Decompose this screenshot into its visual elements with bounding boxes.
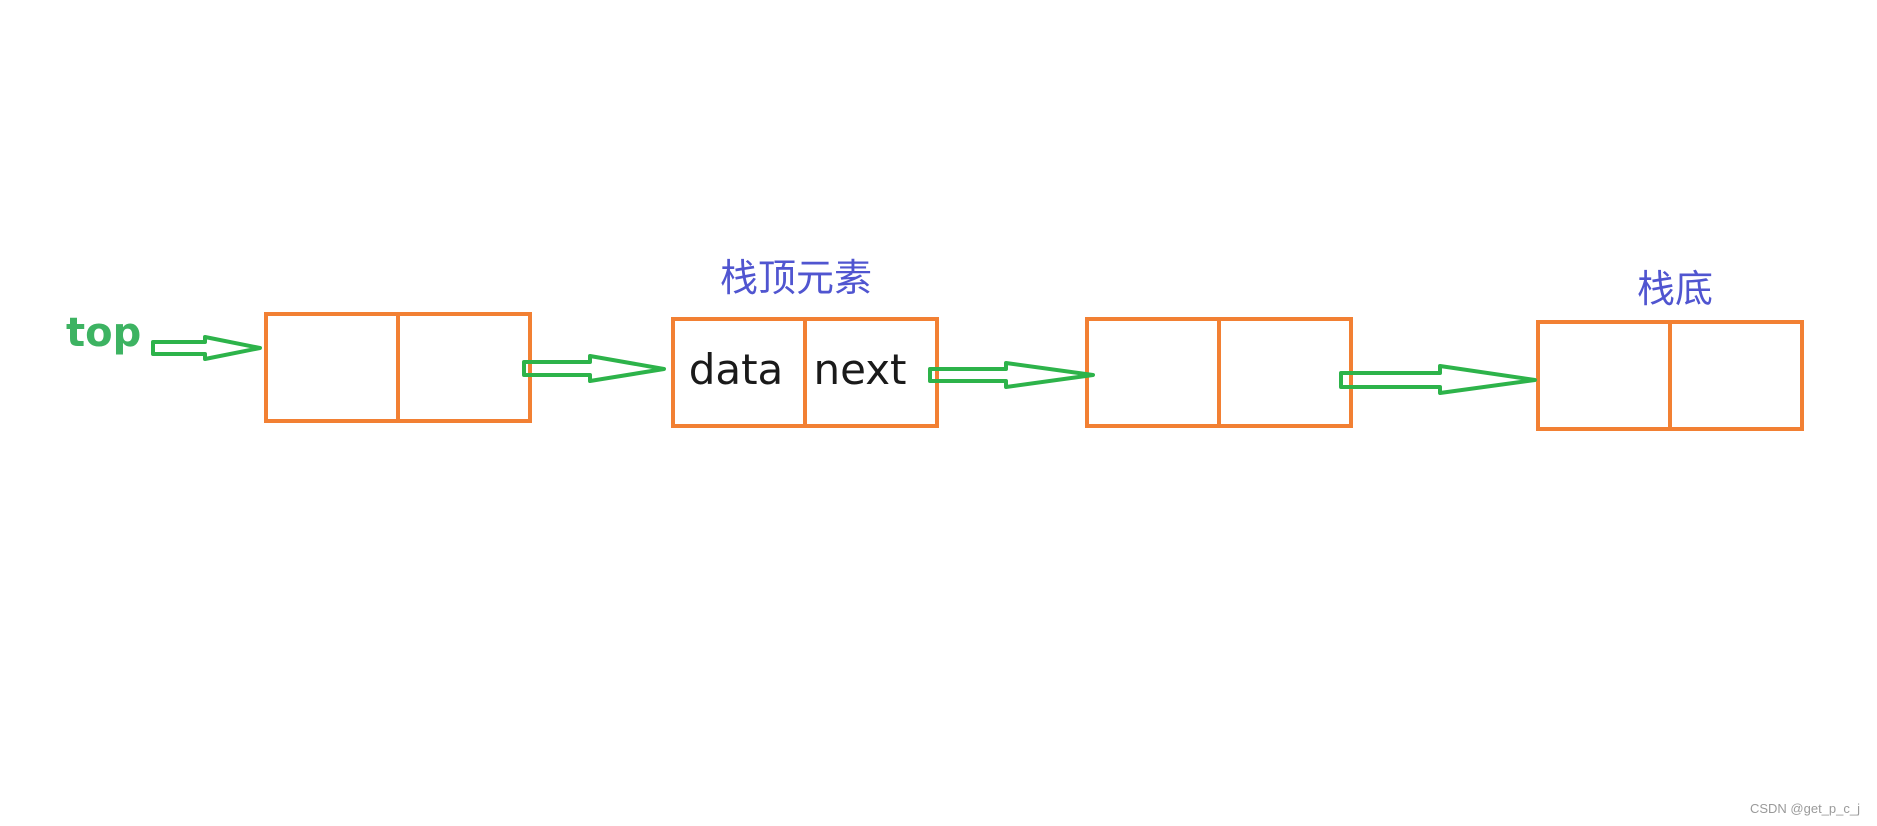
stack-node-4: 栈底 (1536, 267, 1804, 431)
node-2-data-field: data (689, 345, 784, 394)
node-4-annotation: 栈底 (1637, 267, 1713, 311)
node-2-next-field: next (813, 345, 906, 394)
arrow-top-to-node-1 (151, 335, 262, 361)
csdn-watermark: CSDN @get_p_c_j (1750, 801, 1860, 816)
top-pointer-label: top (66, 310, 141, 356)
stack-node-3 (1085, 317, 1353, 428)
arrow-node-3-to-node-4 (1339, 364, 1537, 395)
arrow-node-2-to-node-3 (928, 361, 1095, 389)
node-2-annotation: 栈顶元素 (720, 256, 872, 300)
stack-node-1 (264, 312, 532, 423)
arrow-node-1-to-node-2 (522, 354, 666, 383)
stack-node-2: data next 栈顶元素 (671, 256, 939, 428)
